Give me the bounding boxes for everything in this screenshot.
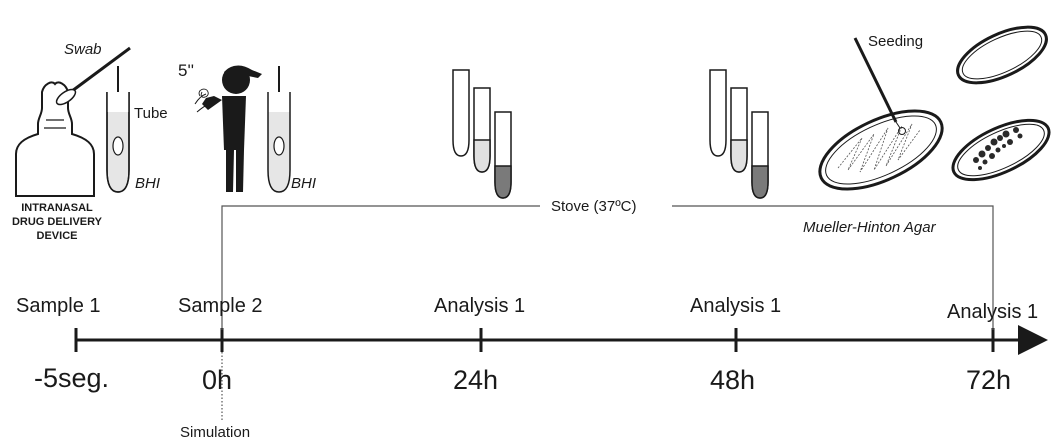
device-label-line-2: DRUG DELIVERY xyxy=(11,216,103,228)
device-label-line-3: DEVICE xyxy=(36,230,78,242)
bhi-label-2: BHI xyxy=(291,175,317,192)
agar-label: Mueller-Hinton Agar xyxy=(803,219,936,236)
stage-label-sample-1: Sample 1 xyxy=(16,295,101,317)
bhi-tube-1-icon xyxy=(106,66,130,193)
seeding-label: Seeding xyxy=(868,33,924,50)
petri-dish-seeding-icon xyxy=(818,37,944,191)
time-label-72h: 72h xyxy=(966,365,1012,395)
stove-label: Stove (37ºC) xyxy=(551,198,637,215)
tube-label: Tube xyxy=(134,105,168,122)
nose-swab-motion-icon xyxy=(194,93,210,113)
five-seconds-label: 5'' xyxy=(178,61,194,80)
petri-dish-colonies-icon xyxy=(951,118,1051,182)
stage-label-analysis-72h: Analysis 1 xyxy=(947,301,1039,323)
simulation-label: Simulation xyxy=(180,424,251,441)
bhi-tube-2-icon xyxy=(267,66,291,193)
swab-icon xyxy=(55,46,131,106)
tubes-48h-icon xyxy=(709,69,769,199)
stage-label-analysis-48h: Analysis 1 xyxy=(690,295,782,317)
time-label-24h: 24h xyxy=(453,365,499,395)
time-label-0h: 0h xyxy=(202,365,233,395)
curl-icon xyxy=(198,88,209,98)
device-label: INTRANASAL DRUG DELIVERY DEVICE xyxy=(8,201,106,243)
stove-bracket xyxy=(221,205,994,330)
stage-label-analysis-24h: Analysis 1 xyxy=(434,295,526,317)
tubes-24h-icon xyxy=(452,69,512,199)
time-label-48h: 48h xyxy=(710,365,756,395)
time-label-minus-5s: -5seg. xyxy=(34,363,110,393)
swab-label: Swab xyxy=(64,41,102,58)
bhi-label-1: BHI xyxy=(135,175,161,192)
intranasal-device-icon xyxy=(15,81,95,197)
person-icon xyxy=(202,65,262,192)
device-label-line-1: INTRANASAL xyxy=(21,202,93,214)
stage-label-sample-2: Sample 2 xyxy=(178,295,263,317)
petri-dish-empty-icon xyxy=(956,25,1048,85)
timeline-ticks xyxy=(74,328,995,352)
